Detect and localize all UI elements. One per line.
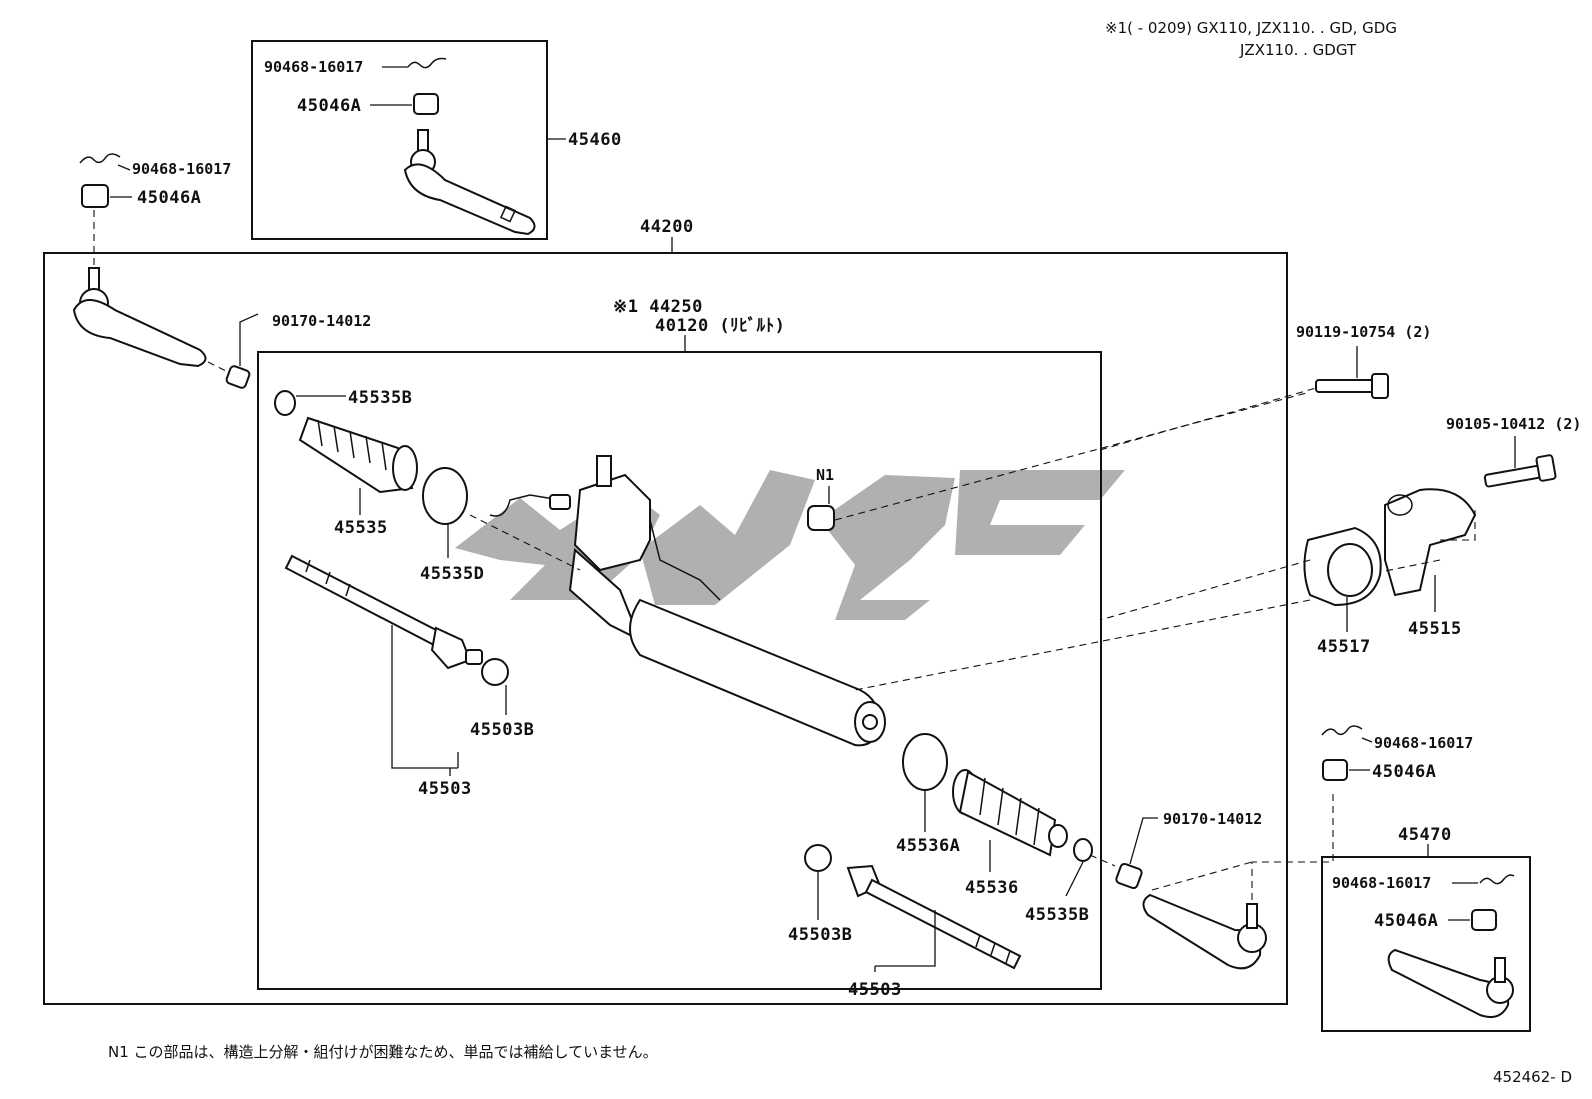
watermark-logo [455, 470, 1125, 620]
clip-icon-45535b-bottom [1073, 838, 1093, 862]
boot-icon-45536 [952, 769, 1068, 857]
label-90468-right: 90468-16017 [1374, 734, 1473, 752]
kit-box-45470 [1321, 856, 1531, 1032]
label-45503-left: 45503 [418, 779, 472, 799]
cotter-pin-icon-left [79, 153, 121, 164]
label-45535: 45535 [334, 518, 388, 538]
nut-icon-left [81, 184, 109, 208]
label-45535b-bottom: 45535B [1025, 905, 1089, 925]
bolt-icon-90105 [1483, 454, 1557, 488]
label-45460: 45460 [568, 130, 622, 150]
nut-icon-90170-left [225, 365, 251, 389]
label-45517: 45517 [1317, 637, 1371, 657]
clamp-icon-45535d [422, 467, 468, 525]
label-40120: 40120 (ﾘﾋﾞﾙﾄ) [655, 315, 785, 336]
nut-icon-right [1322, 759, 1348, 781]
label-45046a-left: 45046A [137, 188, 201, 208]
nut-icon-bottom-box [1471, 909, 1497, 931]
inner-tie-rod-icon-left [284, 554, 483, 670]
valve-icon-n1 [807, 505, 835, 531]
label-45536: 45536 [965, 878, 1019, 898]
nut-icon-90170-right [1115, 862, 1143, 890]
label-90468-left: 90468-16017 [132, 160, 231, 178]
label-90119: 90119-10754 (2) [1296, 323, 1431, 341]
label-44250: ※1 44250 [613, 297, 703, 317]
header-note-line1: ※1( - 0209) GX110, JZX110. . GD, GDG [1105, 19, 1397, 37]
label-n1: N1 [816, 466, 834, 484]
label-90468-bottom-box: 90468-16017 [1332, 874, 1431, 892]
kit-box-45460 [251, 40, 548, 240]
nut-icon-top-box [413, 93, 439, 115]
cotter-pin-icon-right [1321, 725, 1363, 736]
tie-rod-end-icon-left [72, 267, 207, 368]
label-45515: 45515 [1408, 619, 1462, 639]
label-90105: 90105-10412 (2) [1446, 415, 1581, 433]
boot-icon-45535 [274, 390, 418, 494]
label-45503b-left: 45503B [470, 720, 534, 740]
inner-tie-rod-icon-right [846, 864, 1022, 970]
assembly-box-44200 [43, 252, 1288, 1005]
label-45046a-bottom-box: 45046A [1374, 911, 1438, 931]
assembly-box-44250 [257, 351, 1102, 990]
lock-washer-icon-right [804, 844, 833, 872]
tie-rod-end-icon-top-box [403, 129, 536, 236]
lock-washer-icon-left [481, 658, 510, 686]
label-90170-left: 90170-14012 [272, 312, 371, 330]
footer-note-n1: N1 この部品は、構造上分解・組付けが困難なため、単品では補給していません。 [108, 1043, 658, 1061]
label-90170-right: 90170-14012 [1163, 810, 1262, 828]
label-45535b-top: 45535B [348, 388, 412, 408]
bolt-icon-90119 [1315, 373, 1389, 399]
label-45536a: 45536A [896, 836, 960, 856]
label-44200: 44200 [640, 217, 694, 237]
label-45046a-right: 45046A [1372, 762, 1436, 782]
diagram-id: 452462- D [1493, 1068, 1572, 1086]
bracket-icon-45515 [1384, 488, 1477, 597]
label-90468-top-box: 90468-16017 [264, 58, 363, 76]
label-45503b-right: 45503B [788, 925, 852, 945]
rack-housing-icon [489, 455, 886, 747]
tie-rod-end-icon-bottom-box [1387, 948, 1514, 1018]
label-45503-right: 45503 [848, 980, 902, 1000]
label-45535d: 45535D [420, 564, 484, 584]
header-note-line2: JZX110. . GDGT [1239, 41, 1357, 59]
label-45470: 45470 [1398, 825, 1452, 845]
tie-rod-end-icon-right [1142, 893, 1267, 970]
label-45046a-top-box: 45046A [297, 96, 361, 116]
bushing-icon-45517 [1303, 526, 1382, 607]
clamp-icon-45536a [902, 733, 948, 791]
